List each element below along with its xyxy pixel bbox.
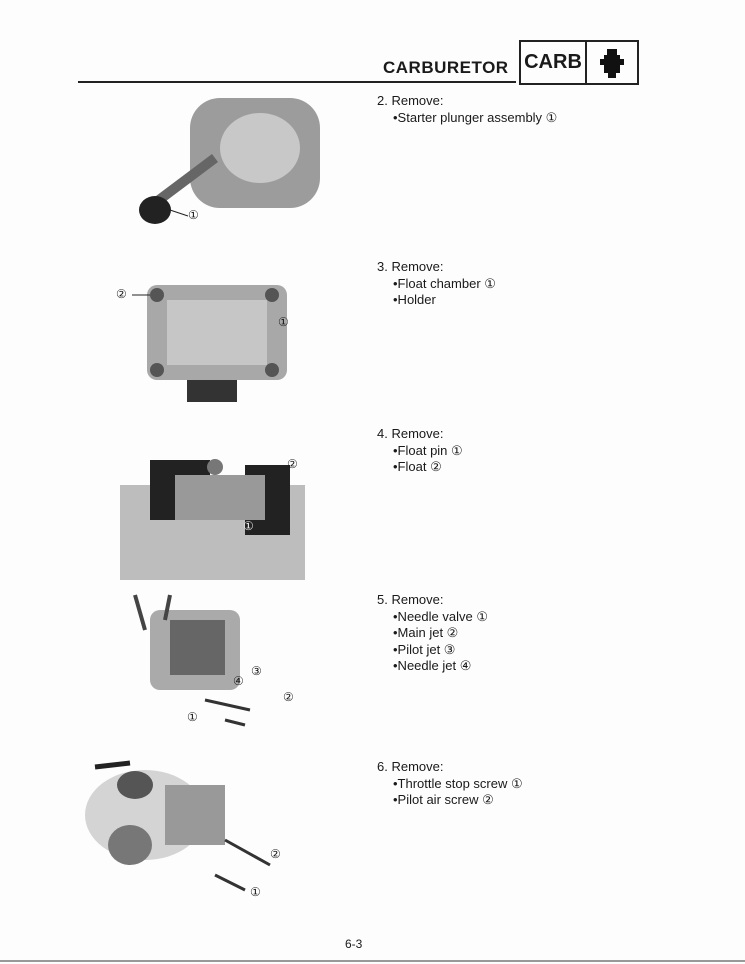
callout: ②: [116, 287, 127, 301]
step-item: •Float chamber ①: [393, 275, 496, 291]
callout: ②: [287, 457, 298, 471]
figure-float-chamber: ② ①: [112, 275, 297, 410]
step-item: •Throttle stop screw ①: [393, 775, 523, 791]
callout: ③: [251, 664, 262, 678]
step-item: •Main jet ②: [393, 625, 459, 640]
step-item: •Pilot jet ③: [393, 641, 456, 657]
callout: ④: [233, 674, 244, 688]
header-rule: [78, 81, 516, 83]
step-item: •Starter plunger assembly ①: [393, 109, 558, 125]
step-item: •Pilot air screw ②: [393, 792, 494, 807]
callout: ①: [187, 710, 198, 724]
step-heading: 6. Remove:: [377, 759, 444, 774]
step-6: 6. Remove: •Throttle stop screw ① •Pilot…: [377, 759, 523, 809]
callout: ①: [243, 519, 254, 533]
step-heading: 5. Remove:: [377, 592, 444, 607]
page-number: 6-3: [345, 937, 363, 951]
step-item: •Needle valve ①: [393, 608, 488, 624]
callout: ②: [283, 690, 294, 704]
step-item: •Needle jet ④: [393, 658, 472, 673]
callout: ①: [188, 208, 199, 222]
figure-float: ② ①: [115, 445, 310, 585]
step-heading: 2. Remove:: [377, 93, 444, 108]
figure-jets: ③ ④ ② ①: [125, 590, 310, 740]
step-item: •Float ②: [393, 459, 442, 474]
step-item: •Float pin ①: [393, 442, 463, 458]
figure-screws: ② ①: [75, 755, 300, 910]
step-item: •Holder: [393, 292, 436, 307]
step-5: 5. Remove: •Needle valve ① •Main jet ② •…: [377, 592, 488, 675]
section-title: CARBURETOR: [383, 58, 509, 77]
step-heading: 3. Remove:: [377, 259, 444, 274]
step-2: 2. Remove: •Starter plunger assembly ①: [377, 93, 557, 126]
page-edge: [0, 960, 745, 962]
carburetor-icon: [587, 42, 637, 83]
callout: ①: [250, 885, 261, 899]
step-3: 3. Remove: •Float chamber ① •Holder: [377, 259, 496, 309]
step-heading: 4. Remove:: [377, 426, 444, 441]
callout: ①: [278, 315, 289, 329]
step-4: 4. Remove: •Float pin ① •Float ②: [377, 426, 463, 476]
section-badge: CARB: [519, 40, 639, 85]
badge-label: CARB: [521, 42, 587, 83]
figure-starter-plunger: ①: [130, 88, 340, 243]
callout: ②: [270, 847, 281, 861]
